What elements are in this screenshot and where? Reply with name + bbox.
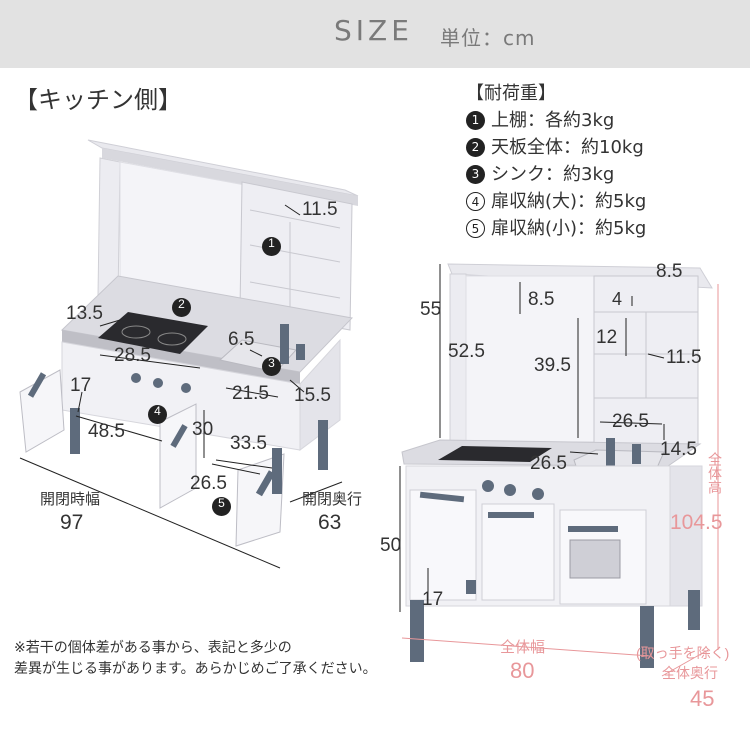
total-height-value: 104.5 (670, 511, 723, 534)
load-item-2: 2 天板全体：約10kg (466, 134, 646, 161)
total-width-value: 80 (510, 658, 535, 683)
dim-door-small-width: 33.5 (230, 433, 267, 454)
marker-1: 1 (262, 237, 281, 256)
disclaimer-line-2: 差異が生じる事があります。あらかじめご了承ください。 (14, 661, 377, 677)
dim-sink-width: 6.5 (228, 329, 255, 350)
dim-shelf-f: 14.5 (660, 439, 697, 460)
dim-shelf-e: 26.5 (612, 411, 649, 432)
total-depth-label: 全体奥行 (662, 665, 718, 681)
header-bar: SIZE 単位：cm (0, 0, 750, 68)
dim-shelf-b: 4 (612, 289, 623, 309)
disclaimer-line-1: ※若干の個体差がある事から、表記と多少の (14, 640, 292, 656)
load-item-3: 3 シンク：約3kg (466, 161, 646, 188)
load-item-4: 4 扉収納(大)：約5kg (466, 188, 646, 215)
total-depth-note: (取っ手を除く) (636, 645, 730, 661)
dim-sink-a: 21.5 (232, 383, 269, 404)
dim-door-small-depth: 26.5 (190, 473, 227, 494)
dim-leg-height: 17 (422, 589, 444, 610)
open-depth-label: 開閉奥行 (302, 491, 363, 508)
open-width-value: 97 (60, 511, 84, 534)
load-item-5: 5 扉収納(小)：約5kg (466, 215, 646, 242)
dim-sink-b: 15.5 (294, 385, 331, 406)
marker-5: 5 (212, 497, 231, 516)
dim-base-height: 50 (380, 535, 402, 556)
dim-shelf-a: 8.5 (528, 289, 555, 310)
total-width-label: 全体幅 (500, 639, 546, 656)
total-depth-value: 45 (690, 686, 715, 711)
open-width-label: 開閉時幅 (40, 491, 101, 508)
number-badge-3: 3 (466, 165, 485, 184)
dim-stove-width: 28.5 (114, 345, 151, 366)
marker-2: 2 (172, 298, 191, 317)
load-item-1: 1 上棚：各約3kg (466, 107, 646, 134)
dim-stove-depth: 13.5 (66, 303, 103, 324)
number-badge-2: 2 (466, 138, 485, 157)
unit-label: 単位：cm (440, 26, 536, 50)
load-item-text: 扉収納(小)：約5kg (491, 218, 647, 239)
load-item-text: シンク：約3kg (491, 164, 615, 185)
load-capacity-list: 【耐荷重】 1 上棚：各約3kg 2 天板全体：約10kg 3 シンク：約3kg… (466, 80, 646, 242)
load-capacity-title: 【耐荷重】 (466, 83, 556, 104)
dim-shelf-c: 12 (596, 327, 618, 348)
load-item-text: 天板全体：約10kg (491, 137, 644, 158)
dim-shelf-top: 8.5 (656, 261, 683, 282)
dim-upper-height: 55 (420, 299, 442, 320)
dim-inner-height: 52.5 (448, 341, 485, 362)
dim-shelf-d: 11.5 (666, 347, 702, 368)
dim-door-big-a: 17 (70, 375, 92, 396)
dim-back-height: 39.5 (534, 355, 571, 376)
page-title: SIZE (334, 14, 413, 47)
dim-door-small-height: 30 (192, 419, 214, 440)
dim-top-shelf: 11.5 (302, 199, 338, 220)
marker-3: 3 (262, 357, 281, 376)
total-height-label: 全体高 (707, 452, 723, 494)
number-badge-5: 5 (466, 219, 485, 238)
marker-4: 4 (148, 405, 167, 424)
dim-door-big-width: 48.5 (88, 421, 125, 442)
dim-counter-width: 26.5 (530, 453, 567, 474)
load-item-text: 上棚：各約3kg (491, 110, 615, 131)
number-badge-1: 1 (466, 111, 485, 130)
kitchen-side-title: 【キッチン側】 (14, 86, 182, 114)
open-depth-value: 63 (318, 511, 342, 534)
disclaimer-note: ※若干の個体差がある事から、表記と多少の 差異が生じる事があります。あらかじめご… (14, 638, 377, 680)
load-item-text: 扉収納(大)：約5kg (491, 191, 647, 212)
number-badge-4: 4 (466, 192, 485, 211)
